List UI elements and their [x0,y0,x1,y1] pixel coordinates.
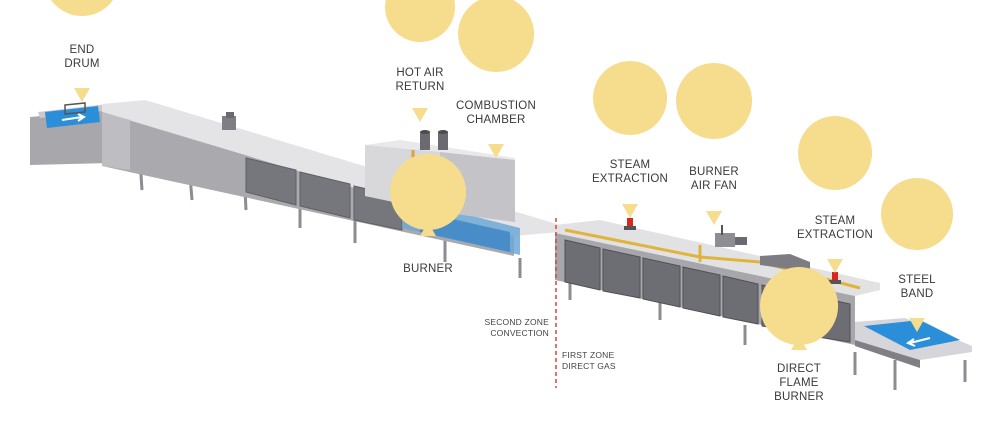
end-drum-band [45,106,100,128]
steam-extraction-1-label-1: STEAM [610,159,651,171]
steam-extraction-2-label-2: EXTRACTION [797,229,873,241]
steel-band-label-2: BAND [901,288,934,300]
end-drum-label-1: END [70,44,95,56]
arrow-icon [905,337,931,347]
burner-label: BURNER [403,263,453,275]
end-drum-label-2: DRUM [64,58,99,70]
callout-combustion-chamber [458,0,535,158]
zone-second-line1: SECOND ZONE [484,317,549,327]
hot-air-return-label-2: RETURN [395,81,444,93]
callout-direct-flame-burner [760,267,839,350]
zone-second-line2: CONVECTION [490,328,549,338]
combustion-chamber-label-1: COMBUSTION [456,100,536,112]
arrow-icon [61,113,86,122]
steel-band-label-1: STEEL [898,274,936,286]
steam-extraction-2-label-1: STEAM [815,215,856,227]
vent-icon [222,112,236,130]
combustion-chamber-label-2: CHAMBER [467,114,526,126]
callout-steel-band [881,178,954,332]
callout-burner [390,154,467,236]
direct-flame-burner-label-1: DIRECT [777,363,821,375]
callout-hot-air-return [385,0,456,122]
hot-air-return-label-1: HOT AIR [396,67,443,79]
steel-band [864,320,960,350]
zone-first-line2: DIRECT GAS [562,361,616,371]
callout-burner-air-fan [676,63,753,226]
steam-stack-icon [624,218,841,284]
callout-steam-extraction-2 [798,116,873,273]
direct-flame-burner-label-2: FLAME [779,377,818,389]
burner-air-fan-label-1: BURNER [689,166,739,178]
fan-icon [715,225,747,247]
steam-extraction-1-label-2: EXTRACTION [592,173,668,185]
zone-first-line1: FIRST ZONE [562,350,615,360]
callout-steam-extraction-1 [593,61,668,218]
burner-air-fan-label-2: AIR FAN [691,180,737,192]
direct-flame-burner-label-3: BURNER [774,391,824,403]
